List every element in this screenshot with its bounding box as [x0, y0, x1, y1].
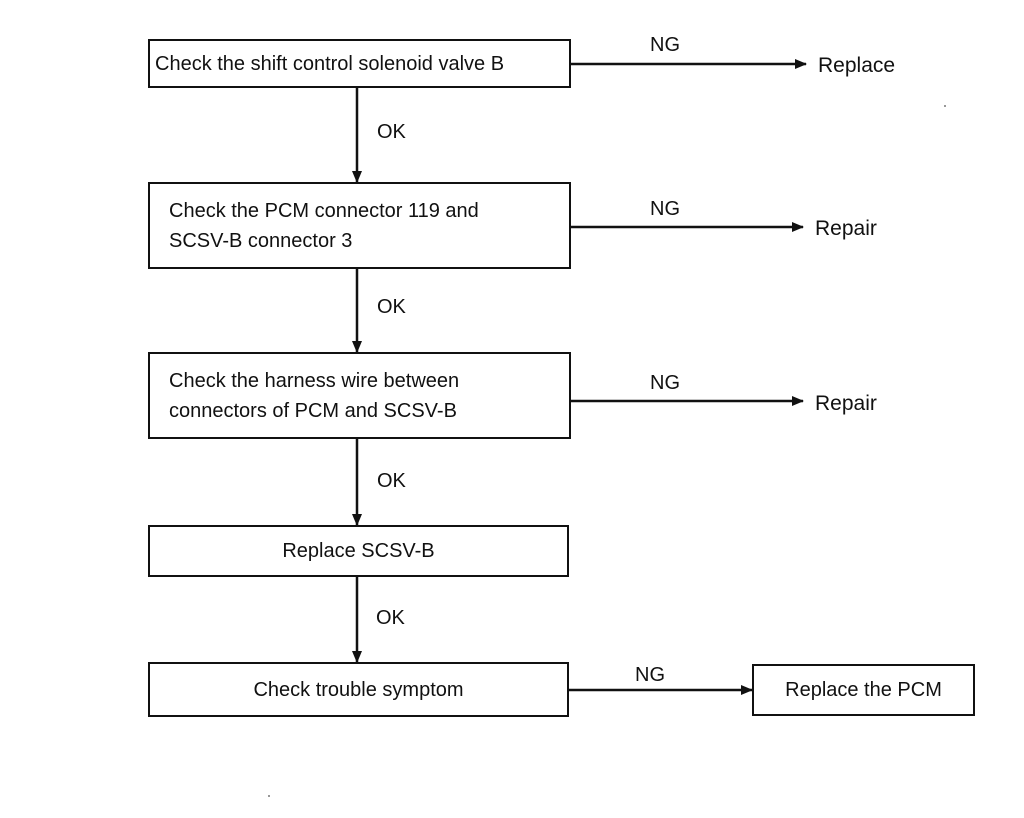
ng-label-2: NG [650, 198, 680, 220]
ok-label-4: OK [376, 607, 405, 629]
ok-label-3: OK [377, 470, 406, 492]
step-3-line-1: Check the harness wire between [169, 369, 460, 392]
step-4-line-1: Replace SCSV-B [282, 540, 435, 562]
step-5-line-1: Check trouble symptom [253, 678, 464, 701]
result-3-text: Repair [815, 392, 877, 415]
step-2-line-2: SCSV-B connector 3 [169, 229, 353, 252]
step-3-line-2: connectors of PCM and SCSV-B [169, 399, 457, 422]
result-box-replace-pcm: Replace the PCM [752, 664, 975, 716]
step-box-check-trouble-symptom: Check trouble symptom [148, 662, 569, 717]
step-box-replace-scsv-b: Replace SCSV-B [148, 525, 569, 577]
ok-label-1: OK [377, 121, 406, 143]
step-box-check-pcm-connector: Check the PCM connector 119 and SCSV-B c… [148, 182, 571, 269]
step-1-line-1: Check the shift control solenoid valve B [155, 52, 505, 75]
scan-speck [268, 795, 270, 797]
ng-label-3: NG [650, 372, 680, 394]
step-2-line-1: Check the PCM connector 119 and [169, 199, 479, 222]
step-box-check-harness-wire: Check the harness wire between connector… [148, 352, 571, 439]
result-1-text: Replace [818, 54, 896, 77]
result-4-text: Replace the PCM [785, 679, 942, 701]
step-box-check-solenoid-valve: Check the shift control solenoid valve B [148, 39, 571, 88]
ng-label-1: NG [650, 34, 680, 56]
ok-label-2: OK [377, 296, 406, 318]
scan-speck [944, 105, 946, 107]
result-2-text: Repair [815, 217, 877, 240]
ng-label-4: NG [635, 664, 665, 686]
